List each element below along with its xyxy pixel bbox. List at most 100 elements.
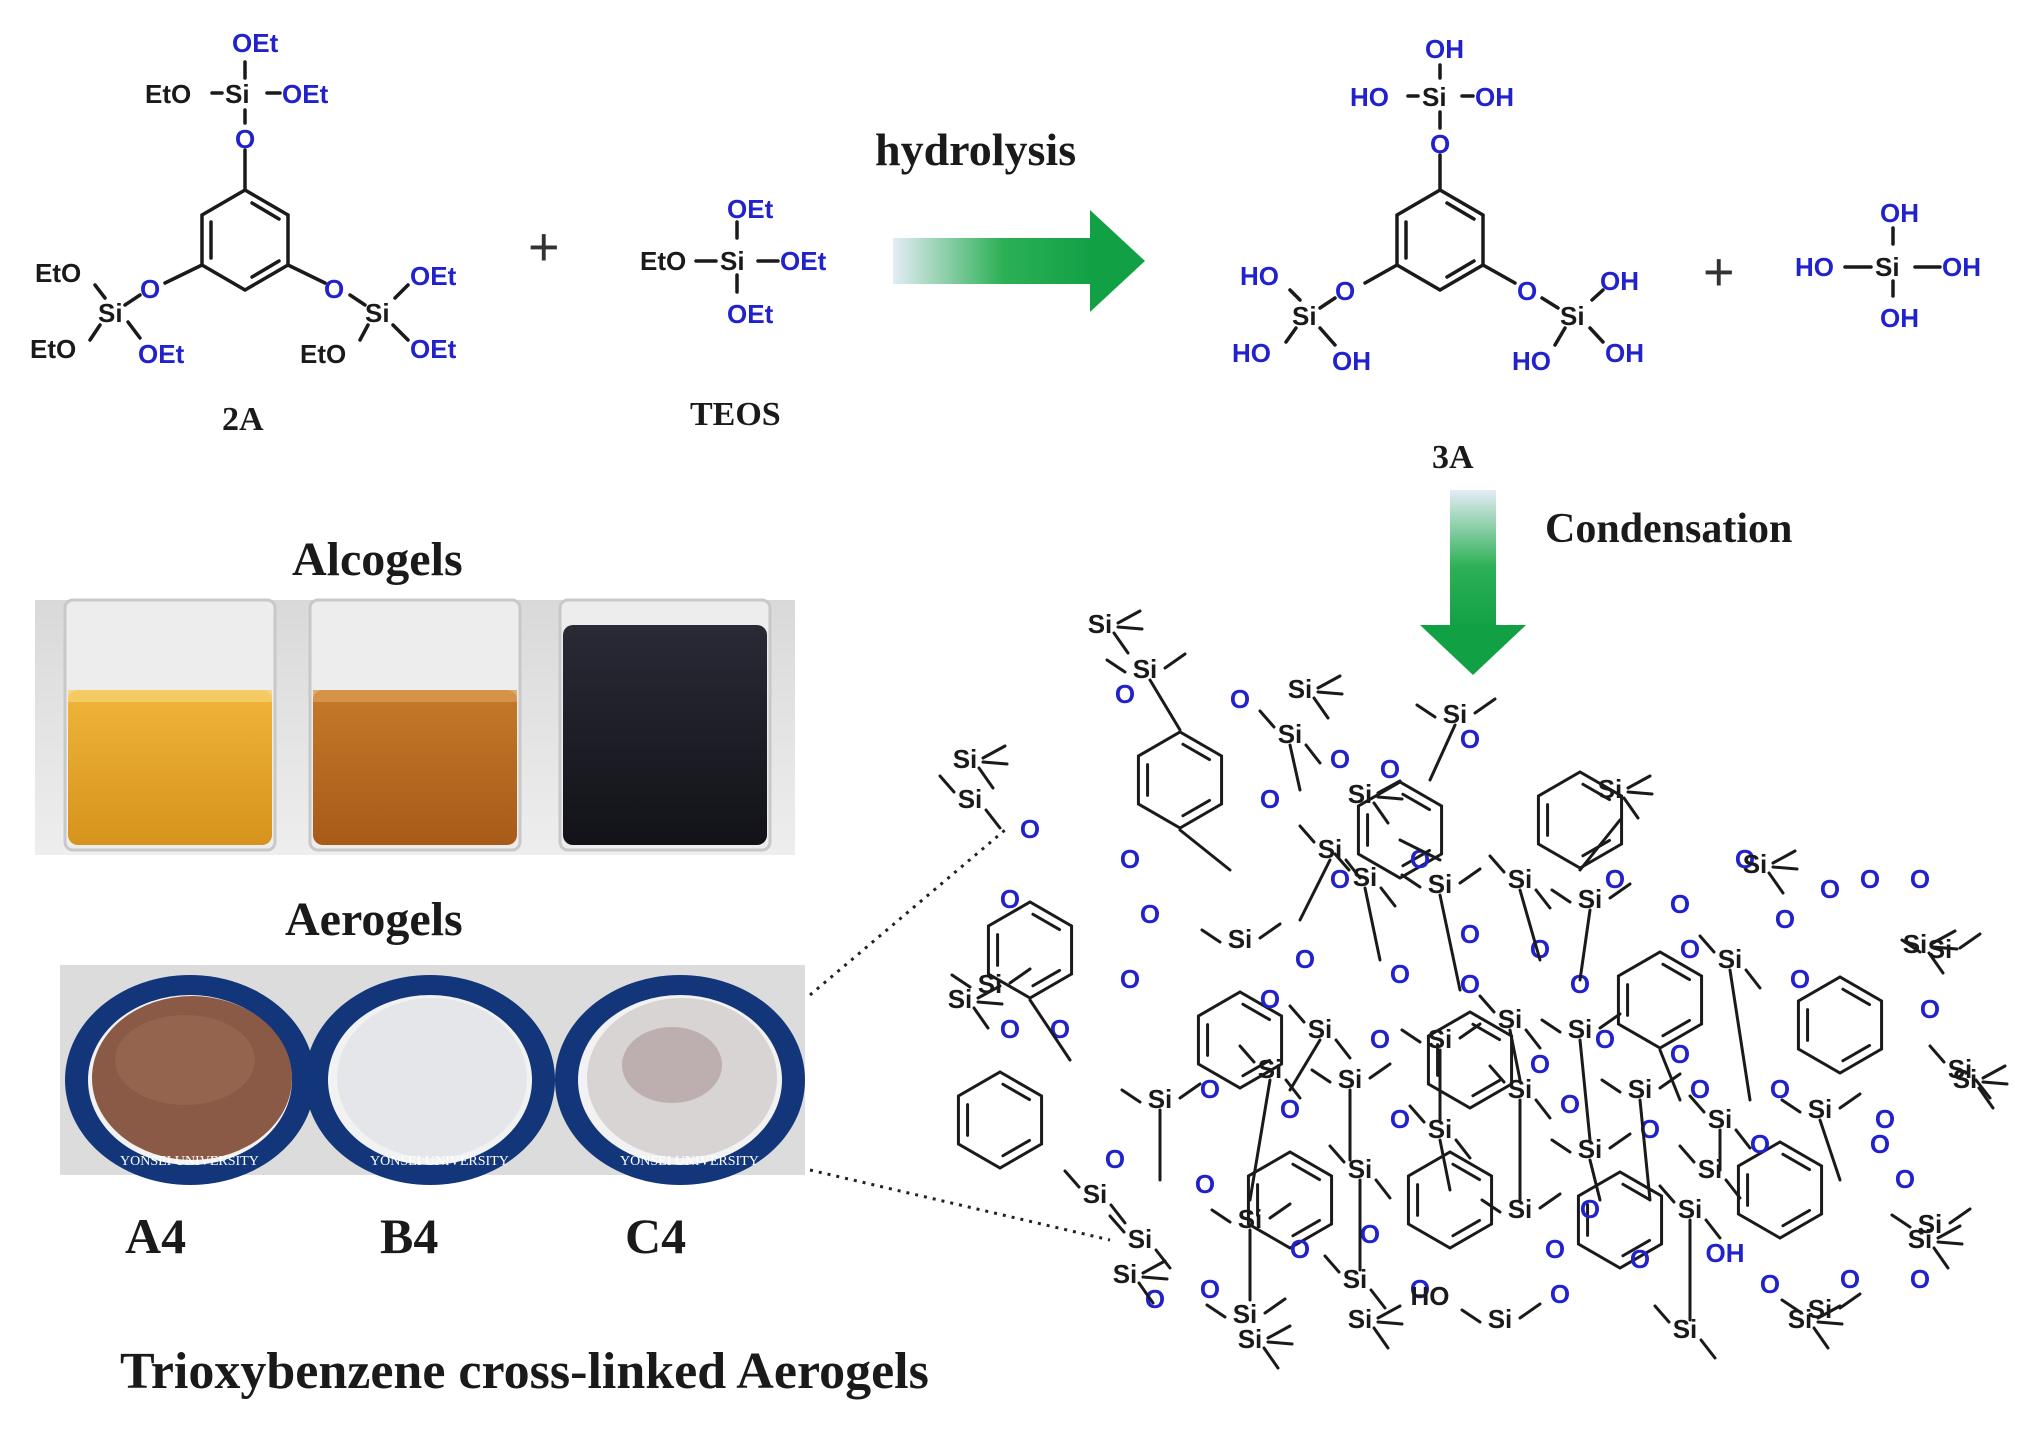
atom-si: Si — [1598, 774, 1623, 804]
atom-o: O — [140, 274, 160, 304]
network-bond — [1154, 1248, 1172, 1270]
atom-eto: EtO — [30, 334, 76, 364]
zoom-line-top — [809, 828, 1006, 997]
atom-o: O — [1875, 1104, 1895, 1134]
atom-ho: HO — [1411, 1281, 1450, 1311]
network-bond — [1451, 1218, 1482, 1238]
network-bond — [1238, 1044, 1256, 1064]
network-bond — [1841, 987, 1872, 1007]
network-bond — [1608, 1132, 1632, 1150]
condensation-arrow — [1420, 490, 1526, 675]
network-bond — [1120, 1088, 1142, 1104]
atom-oh: OH — [1332, 346, 1371, 376]
network-bond — [1141, 1259, 1167, 1275]
network-bond — [1181, 742, 1212, 762]
atom-o: O — [1360, 1219, 1380, 1249]
network-bond — [981, 744, 1007, 760]
network-bond — [1932, 1246, 1950, 1270]
network-bond — [976, 984, 1002, 1000]
network-bond — [1028, 998, 1072, 1062]
network-bond — [1288, 1038, 1322, 1092]
network-bond — [1734, 1128, 1752, 1150]
network-bond — [1936, 1240, 1964, 1246]
benzene-ring — [1246, 1150, 1334, 1250]
network-bond — [1578, 818, 1622, 872]
atom-o: O — [1280, 1094, 1300, 1124]
atom-si: Si — [978, 969, 1003, 999]
atom-si: Si — [1113, 1259, 1138, 1289]
atom-o: O — [1335, 276, 1355, 306]
atom-oh: OH — [1475, 82, 1514, 112]
atom-o: O — [1120, 844, 1140, 874]
network-bond — [1438, 893, 1462, 992]
network-bond — [1638, 1098, 1652, 1202]
network-bond — [1137, 1281, 1155, 1305]
network-bond — [1724, 1178, 1742, 1200]
atom-si: Si — [720, 246, 745, 276]
network-bond — [1890, 1213, 1912, 1229]
atom-si: Si — [1698, 1154, 1723, 1184]
network-bond — [1658, 1072, 1682, 1090]
atom-o: O — [1460, 969, 1480, 999]
network-bond — [1241, 1058, 1272, 1078]
atom-o: O — [1630, 1244, 1650, 1274]
network-bond — [1210, 1208, 1232, 1224]
atom-si: Si — [1133, 654, 1158, 684]
network-bond — [1578, 908, 1592, 982]
atom-eto: EtO — [145, 79, 191, 109]
atom-o: O — [1140, 899, 1160, 929]
network-bond — [1771, 849, 1797, 865]
network-bond — [938, 774, 956, 794]
network-bond — [1626, 774, 1652, 790]
network-bond — [1284, 1078, 1302, 1100]
alcogels-title: Alcogels — [292, 533, 463, 586]
atom-oet: OEt — [727, 194, 774, 224]
atom-si: Si — [1808, 1294, 1833, 1324]
aerogels-title: Aerogels — [285, 893, 463, 946]
network-bond — [1460, 1308, 1482, 1324]
aerogels-photo: YONSEI UNIVERSITY YONSEI UNIVERSITY YONS… — [60, 965, 805, 1185]
network-bond — [1451, 1162, 1482, 1182]
atom-o: O — [324, 274, 344, 304]
network-bond — [1248, 1078, 1272, 1202]
disc-text: YONSEI UNIVERSITY — [620, 1154, 759, 1169]
network-bond — [1478, 994, 1496, 1014]
atom-si: Si — [1903, 929, 1928, 959]
network-bond — [1780, 1298, 1802, 1314]
network-bond — [1328, 1144, 1346, 1164]
atom-si: Si — [365, 298, 390, 328]
atom-ho: HO — [1240, 261, 1279, 291]
network-bond — [1376, 779, 1402, 795]
benzene-ring — [1736, 1140, 1824, 1240]
atom-o: O — [1670, 889, 1690, 919]
benzene-ring — [1616, 950, 1704, 1050]
compound-silicic-acid: Si OH OH HO OH — [1795, 198, 1981, 333]
network-bond — [1518, 888, 1542, 962]
benzene-ring — [1406, 1150, 1494, 1250]
network-bond — [1744, 968, 1762, 990]
network-bond — [1981, 1064, 2007, 1080]
atom-eto: EtO — [640, 246, 686, 276]
network-bond — [1316, 690, 1344, 696]
network-bond — [1298, 824, 1316, 844]
network-bond — [1266, 1324, 1292, 1340]
label-2a: 2A — [222, 401, 264, 438]
atom-o: O — [1605, 864, 1625, 894]
plus-sign: + — [528, 217, 560, 277]
atom-o: O — [1910, 1264, 1930, 1294]
network-bond — [1304, 743, 1322, 765]
atom-o: O — [1460, 724, 1480, 754]
network-bond — [1816, 1320, 1844, 1326]
network-bond — [1581, 782, 1612, 802]
network-bond — [1488, 1064, 1506, 1084]
atom-o: O — [1105, 1144, 1125, 1174]
atom-ho: HO — [1350, 82, 1389, 112]
atom-o: O — [1410, 1274, 1430, 1304]
atom-si: Si — [953, 744, 978, 774]
benzene-ring — [1796, 975, 1884, 1075]
atom-o: O — [1870, 1129, 1890, 1159]
atom-oet: OEt — [282, 79, 329, 109]
atom-oet: OEt — [780, 246, 827, 276]
network-bond — [1780, 1098, 1802, 1114]
